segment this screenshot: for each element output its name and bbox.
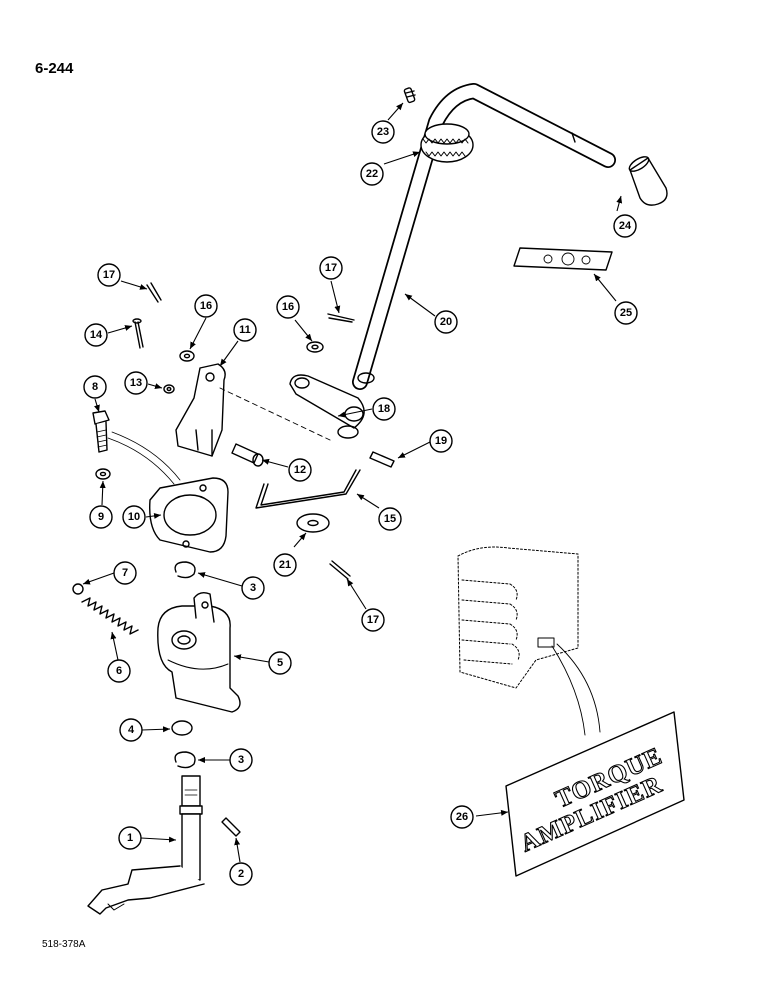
callout-12: 12	[294, 464, 306, 476]
callout-13: 13	[130, 377, 142, 389]
callout-24: 24	[619, 220, 632, 232]
callout-3a: 3	[250, 582, 256, 594]
figure-code: 518-378A	[42, 939, 86, 950]
callout-9-circle	[89, 505, 113, 529]
callout-19-circle	[429, 429, 453, 453]
knurled-collar	[420, 123, 474, 163]
callout-8: 8	[92, 381, 98, 393]
callout-4: 4	[128, 724, 135, 736]
callout-19: 19	[435, 435, 447, 447]
detent-spring	[81, 597, 139, 635]
connecting-rod	[255, 469, 361, 509]
lock-washer	[95, 468, 111, 480]
callout-20-circle	[434, 310, 458, 334]
decal-location	[537, 637, 555, 648]
snap-ring-upper	[174, 561, 196, 579]
callout-17a-circle	[97, 263, 121, 287]
callout-21: 21	[279, 559, 291, 571]
callout-6-circle	[107, 659, 131, 683]
cotter-pin-upper-middle	[327, 313, 355, 323]
pin	[231, 443, 264, 467]
callout-17a: 17	[103, 269, 115, 281]
callout-23: 23	[377, 126, 389, 138]
callout-20: 20	[440, 316, 452, 328]
callout-13-circle	[124, 371, 148, 395]
washer-large	[296, 513, 330, 533]
callout-5: 5	[277, 657, 283, 669]
callout-16a-circle	[194, 294, 218, 318]
callout-23-circle	[371, 120, 395, 144]
lever-knob	[628, 156, 668, 206]
callout-3a-circle	[241, 576, 265, 600]
callout-14: 14	[90, 329, 103, 341]
decal-plate	[505, 711, 685, 877]
callout-26-circle	[450, 805, 474, 829]
callout-2: 2	[238, 868, 244, 880]
callout-18: 18	[378, 403, 390, 415]
roll-pin	[369, 451, 395, 468]
callout-9: 9	[98, 511, 104, 523]
callout-16a: 16	[200, 300, 212, 312]
callout-17b-circle	[319, 256, 343, 280]
detent-ball	[72, 583, 84, 595]
snap-ring-lower	[174, 751, 196, 769]
callout-2-circle	[229, 862, 253, 886]
callout-5-circle	[268, 651, 292, 675]
callout-22: 22	[366, 168, 378, 180]
set-screw	[403, 87, 416, 104]
callout-10: 10	[128, 511, 140, 523]
callout-17b: 17	[325, 262, 337, 274]
callout-11-circle	[233, 318, 257, 342]
callout-24-circle	[613, 214, 637, 238]
transmission-housing	[457, 546, 579, 689]
callout-18-circle	[372, 397, 396, 421]
shift-pattern-plate	[513, 247, 613, 271]
shift-shaft	[87, 775, 205, 915]
callout-7-circle	[113, 561, 137, 585]
page-number: 6-244	[35, 60, 74, 77]
callout-21-circle	[273, 553, 297, 577]
callout-1-circle	[118, 826, 142, 850]
shift-lever	[352, 83, 616, 390]
shift-housing	[157, 591, 241, 713]
callout-14-circle	[84, 323, 108, 347]
bolt	[92, 410, 110, 453]
callout-11: 11	[239, 324, 251, 336]
callout-16b-circle	[276, 295, 300, 319]
pin-lower	[221, 817, 241, 837]
callout-25-circle	[614, 301, 638, 325]
gasket	[149, 477, 229, 553]
callout-3b: 3	[238, 754, 244, 766]
callout-1: 1	[127, 832, 133, 844]
callout-3b-circle	[229, 748, 253, 772]
clevis-pin	[132, 318, 144, 349]
callout-8-circle	[83, 375, 107, 399]
callout-15-circle	[378, 507, 402, 531]
washer-left	[179, 350, 195, 362]
callout-26: 26	[456, 811, 468, 823]
cotter-pin-upper-left	[146, 282, 162, 303]
callout-12-circle	[288, 458, 312, 482]
washer-middle	[306, 341, 324, 353]
callout-17c: 17	[367, 614, 379, 626]
callout-7: 7	[122, 567, 128, 579]
shift-arm-bracket	[175, 363, 226, 457]
callout-17c-circle	[361, 608, 385, 632]
callout-6: 6	[116, 665, 122, 677]
callout-25: 25	[620, 307, 632, 319]
callout-16b: 16	[282, 301, 294, 313]
o-ring	[171, 720, 193, 736]
callout-22-circle	[360, 162, 384, 186]
callout-15: 15	[384, 513, 396, 525]
callout-4-circle	[119, 718, 143, 742]
callout-10-circle	[122, 505, 146, 529]
cotter-pin-lower	[329, 560, 351, 580]
washer-small	[163, 384, 175, 394]
